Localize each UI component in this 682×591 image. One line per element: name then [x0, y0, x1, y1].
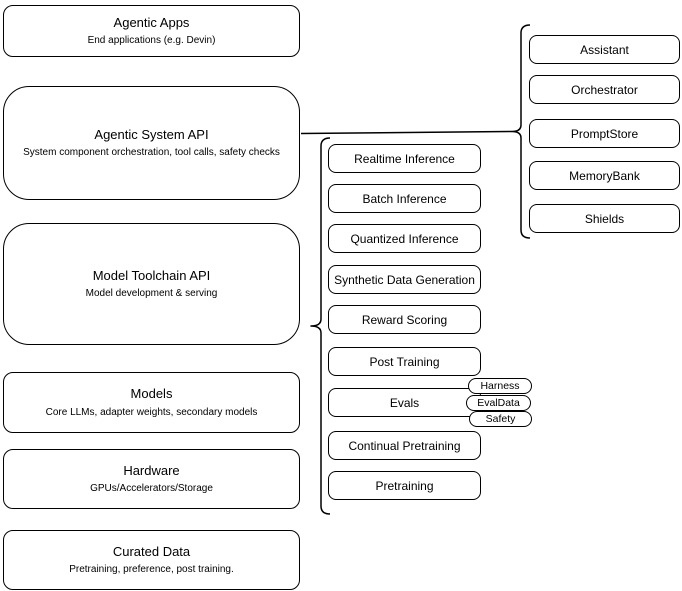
eval-tag-harness: Harness	[468, 378, 532, 394]
component-orchestrator: Orchestrator	[529, 75, 680, 104]
node-models-subtitle: Core LLMs, adapter weights, secondary mo…	[45, 406, 258, 418]
node-model-toolchain-api: Model Toolchain API Model development & …	[3, 223, 300, 345]
component-promptstore: PromptStore	[529, 119, 680, 148]
eval-tag-safety: Safety	[469, 411, 532, 427]
node-models-title: Models	[130, 386, 173, 402]
brace-system-components	[511, 24, 531, 239]
component-memorybank: MemoryBank	[529, 161, 680, 190]
node-agentic-system-api-subtitle: System component orchestration, tool cal…	[23, 147, 280, 159]
pipeline-item-continual-pretraining: Continual Pretraining	[328, 431, 481, 460]
eval-tag-evaldata: EvalData	[466, 395, 531, 411]
node-agentic-apps-title: Agentic Apps	[113, 14, 190, 30]
node-curated-data: Curated Data Pretraining, preference, po…	[3, 530, 300, 590]
pipeline-item-synthetic-data-generation: Synthetic Data Generation	[328, 265, 481, 294]
pipeline-item-evals: Evals	[328, 388, 481, 417]
node-agentic-system-api: Agentic System API System component orch…	[3, 86, 300, 200]
node-model-toolchain-api-subtitle: Model development & serving	[85, 288, 218, 300]
node-agentic-apps-subtitle: End applications (e.g. Devin)	[87, 35, 216, 47]
connector-line-system-api	[300, 130, 513, 135]
node-hardware: Hardware GPUs/Accelerators/Storage	[3, 449, 300, 509]
node-agentic-apps: Agentic Apps End applications (e.g. Devi…	[3, 5, 300, 57]
node-models: Models Core LLMs, adapter weights, secon…	[3, 372, 300, 433]
node-curated-data-subtitle: Pretraining, preference, post training.	[69, 564, 234, 576]
pipeline-item-batch-inference: Batch Inference	[328, 184, 481, 213]
node-hardware-title: Hardware	[123, 462, 180, 478]
node-hardware-subtitle: GPUs/Accelerators/Storage	[90, 483, 213, 495]
pipeline-item-quantized-inference: Quantized Inference	[328, 224, 481, 253]
node-agentic-system-api-title: Agentic System API	[94, 126, 209, 142]
component-assistant: Assistant	[529, 35, 680, 64]
pipeline-item-post-training: Post Training	[328, 347, 481, 376]
pipeline-item-realtime-inference: Realtime Inference	[328, 144, 481, 173]
node-model-toolchain-api-title: Model Toolchain API	[92, 267, 211, 283]
pipeline-item-pretraining: Pretraining	[328, 471, 481, 500]
component-shields: Shields	[529, 204, 680, 233]
node-curated-data-title: Curated Data	[112, 543, 191, 559]
pipeline-item-reward-scoring: Reward Scoring	[328, 305, 481, 334]
